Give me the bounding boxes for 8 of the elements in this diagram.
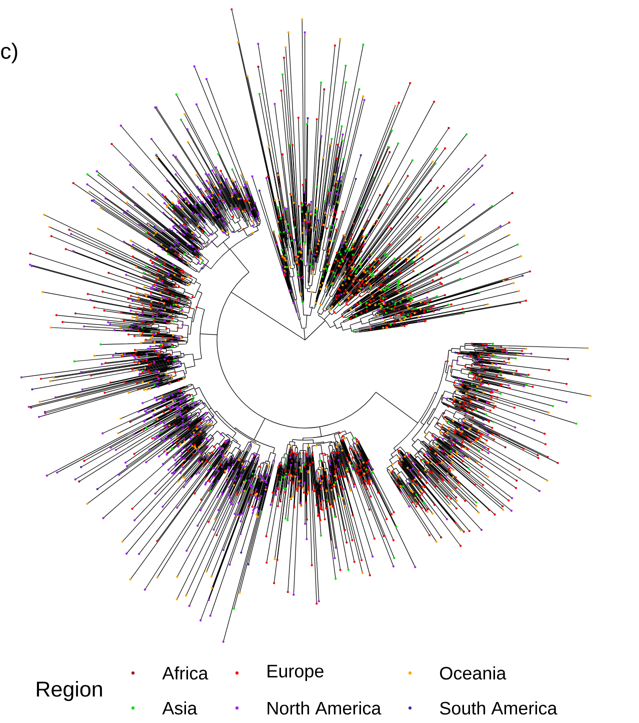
legend-label: Oceania: [440, 666, 506, 680]
legend-label: Asia: [162, 701, 198, 715]
legend-label: Africa: [162, 666, 208, 680]
legend-title: Region: [36, 680, 102, 702]
legend-label: North America: [268, 701, 382, 715]
legend-label: South America: [440, 701, 558, 715]
panel-label: c): [1, 42, 18, 64]
legend-label: Europe: [268, 664, 324, 682]
